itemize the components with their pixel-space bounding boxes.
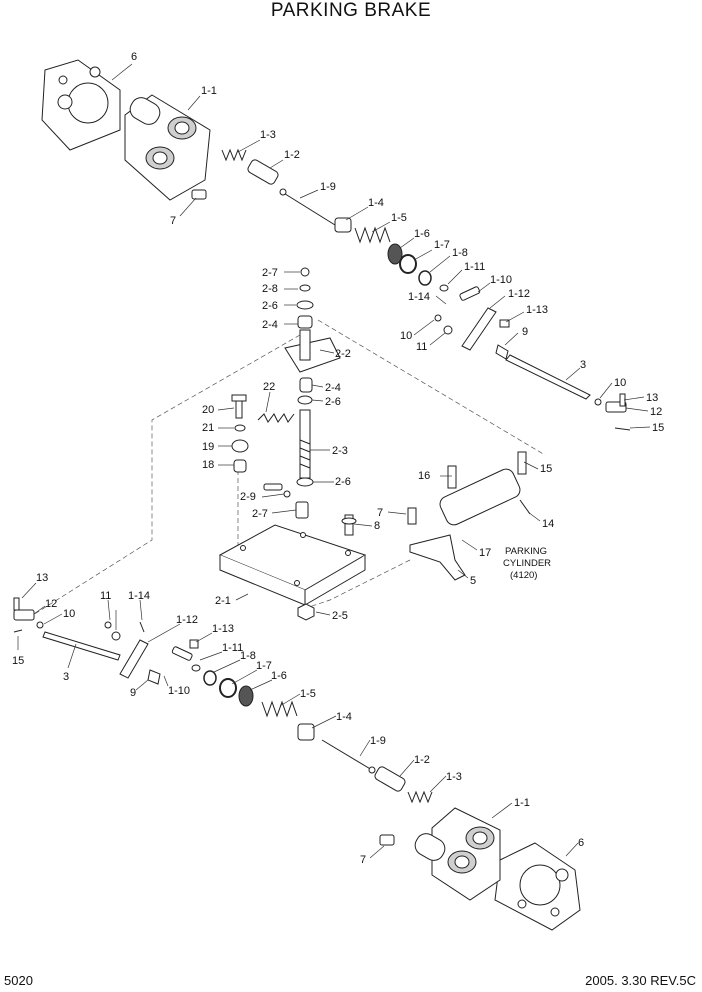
- part-label: 1-8: [452, 247, 468, 259]
- part-label: 15: [12, 655, 24, 667]
- page-number: 5020: [4, 973, 33, 988]
- part-label: 2-6: [325, 396, 341, 408]
- part-label: 1-8: [240, 650, 256, 662]
- part-label: 2-3: [332, 445, 348, 457]
- part-label: 20: [202, 404, 214, 416]
- part-label: 7: [360, 854, 366, 866]
- part-label: 2-4: [262, 319, 278, 331]
- part-label: 8: [374, 520, 380, 532]
- part-label: 1-13: [212, 623, 234, 635]
- part-label: 1-2: [284, 149, 300, 161]
- part-label: 1-6: [414, 228, 430, 240]
- part-label: 10: [614, 377, 626, 389]
- part-label: 2-6: [262, 300, 278, 312]
- part-label: 9: [522, 326, 528, 338]
- part-label: 1-7: [434, 239, 450, 251]
- part-label: 3: [580, 359, 586, 371]
- part-label: 2-7: [252, 508, 268, 520]
- part-label: 2-6: [335, 476, 351, 488]
- labels-bottom: 13 12 10 11 1-14 15 3 1-12 1-13 1-11 1-8…: [12, 572, 584, 866]
- part-label: 11: [100, 590, 111, 602]
- part-label: 17: [479, 547, 491, 559]
- leader-lines: [17, 63, 651, 859]
- part-label: 11: [416, 341, 427, 353]
- part-label: 1-10: [490, 274, 512, 286]
- part-label: 1-12: [508, 288, 530, 300]
- part-label: 7: [377, 507, 383, 519]
- labels-center: 2-7 2-8 2-6 2-4 2-2 22 2-4 2-6 20 21 19 …: [202, 267, 664, 622]
- part-label: 1-1: [201, 85, 217, 97]
- part-label: 2-4: [325, 382, 341, 394]
- part-label: 3: [63, 671, 69, 683]
- part-label: 14: [542, 518, 554, 530]
- part-label: 10: [63, 608, 75, 620]
- part-label: 10: [400, 330, 412, 342]
- part-label: 7: [170, 215, 176, 227]
- annotation-line: PARKING: [505, 546, 547, 557]
- part-label: 1-5: [391, 212, 407, 224]
- part-label: 2-9: [240, 491, 256, 503]
- part-label: 1-11: [222, 642, 243, 654]
- part-label: 1-14: [408, 291, 430, 303]
- part-label: 1-3: [260, 129, 276, 141]
- annotation-line: CYLINDER: [503, 558, 551, 569]
- part-label: 5: [470, 575, 476, 587]
- part-label: 1-4: [368, 197, 384, 209]
- page-title: PARKING BRAKE: [270, 0, 432, 21]
- part-label: 6: [578, 837, 584, 849]
- part-label: 1-7: [256, 660, 272, 672]
- part-label: 13: [36, 572, 48, 584]
- part-label: 1-10: [168, 685, 190, 697]
- part-label: 1-2: [414, 754, 430, 766]
- part-label: 1-3: [446, 771, 462, 783]
- part-label: 1-11: [464, 261, 485, 273]
- center-linkage-assembly: [218, 267, 631, 621]
- part-label: 12: [45, 598, 57, 610]
- part-label: 2-5: [332, 610, 348, 622]
- part-label: 1-14: [128, 590, 150, 602]
- part-label: 1-9: [370, 735, 386, 747]
- part-label: 9: [130, 687, 136, 699]
- part-label: 2-7: [262, 267, 278, 279]
- annotation-line: (4120): [510, 570, 537, 581]
- parking-cylinder-annotation: PARKING CYLINDER (4120): [503, 546, 551, 581]
- part-label: 1-4: [336, 711, 352, 723]
- part-label: 16: [418, 470, 430, 482]
- labels-top: 6 1-1 1-3 1-2 7 1-9 1-4 1-5 1-6 1-7 1-8 …: [131, 51, 548, 353]
- part-label: 18: [202, 459, 214, 471]
- parking-cylinder: [439, 468, 521, 526]
- part-label: 12: [650, 406, 662, 418]
- part-label: 22: [263, 381, 275, 393]
- top-valve-assembly: [41, 59, 510, 360]
- revision-date: 2005. 3.30 REV.5C: [585, 973, 696, 988]
- part-label: 6: [131, 51, 137, 63]
- part-label: 15: [540, 463, 552, 475]
- part-label: 15: [652, 422, 664, 434]
- part-label: 19: [202, 441, 214, 453]
- part-label: 13: [646, 392, 658, 404]
- part-label: 2-2: [335, 348, 351, 360]
- part-label: 1-1: [514, 797, 530, 809]
- part-label: 1-5: [300, 688, 316, 700]
- part-label: 1-13: [526, 304, 548, 316]
- part-label: 1-9: [320, 181, 336, 193]
- bottom-valve-assembly: [13, 597, 581, 931]
- part-label: 2-1: [215, 595, 231, 607]
- part-label: 21: [202, 422, 214, 434]
- part-label: 2-8: [262, 283, 278, 295]
- part-label: 1-12: [176, 614, 198, 626]
- part-label: 1-6: [271, 670, 287, 682]
